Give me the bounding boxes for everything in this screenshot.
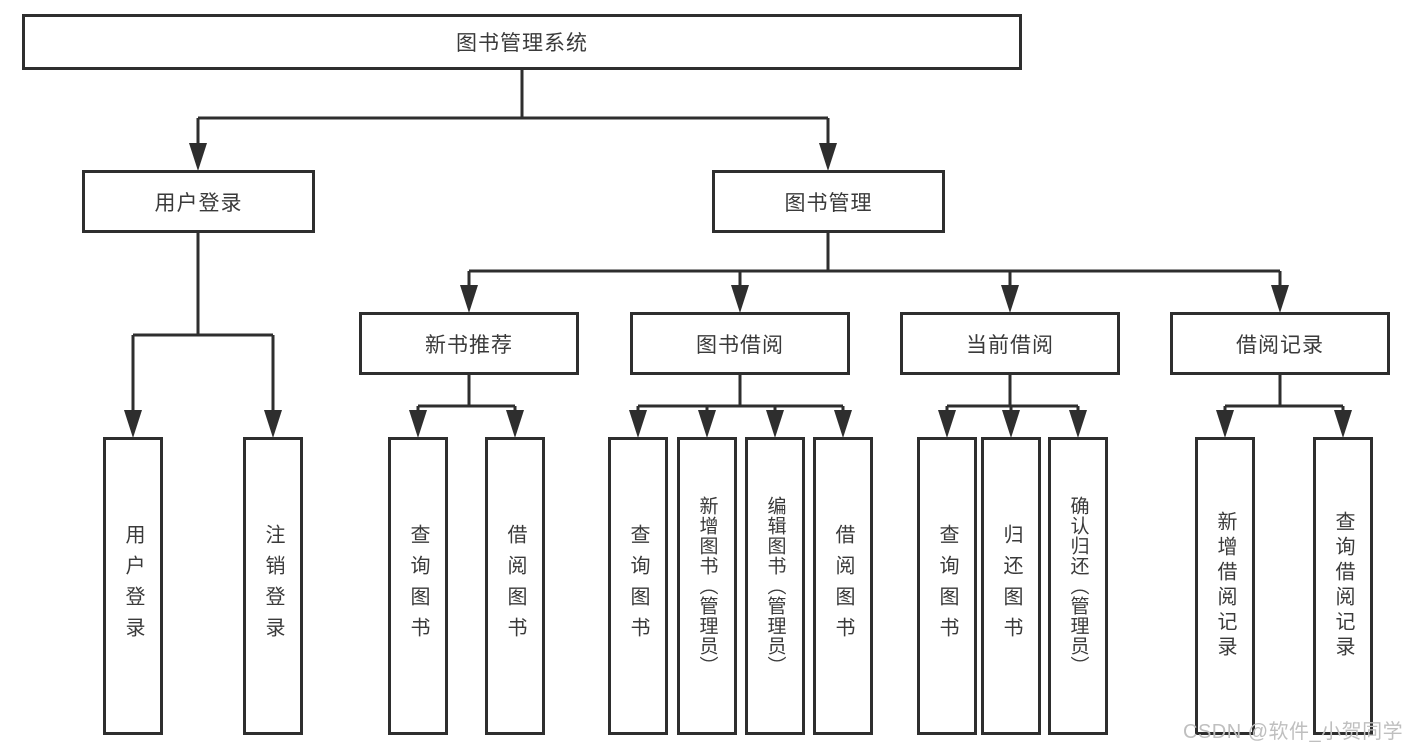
node-book-management: 图书管理 xyxy=(712,170,945,233)
leaf-logout: 注销登录 xyxy=(243,437,303,735)
leaf-confirm-return-admin: 确认归还（管理员） xyxy=(1048,437,1108,735)
leaf-user-login: 用户登录 xyxy=(103,437,163,735)
leaf-query-books-current: 查询图书 xyxy=(917,437,977,735)
leaf-add-borrow-record: 新增借阅记录 xyxy=(1195,437,1255,735)
leaf-edit-books-admin: 编辑图书（管理员） xyxy=(745,437,805,735)
leaf-query-books-recommend: 查询图书 xyxy=(388,437,448,735)
node-new-book-recommend: 新书推荐 xyxy=(359,312,579,375)
leaf-return-books: 归还图书 xyxy=(981,437,1041,735)
node-library-system: 图书管理系统 xyxy=(22,14,1022,70)
leaf-borrow-books-recommend: 借阅图书 xyxy=(485,437,545,735)
leaf-query-borrow-record: 查询借阅记录 xyxy=(1313,437,1373,735)
node-borrowing-records: 借阅记录 xyxy=(1170,312,1390,375)
leaf-query-books-borrow: 查询图书 xyxy=(608,437,668,735)
csdn-watermark: CSDN @软件_小贺同学 xyxy=(1183,721,1404,743)
node-current-borrowing: 当前借阅 xyxy=(900,312,1120,375)
leaf-borrow-books: 借阅图书 xyxy=(813,437,873,735)
node-user-login: 用户登录 xyxy=(82,170,315,233)
leaf-add-books-admin: 新增图书（管理员） xyxy=(677,437,737,735)
node-book-borrowing: 图书借阅 xyxy=(630,312,850,375)
